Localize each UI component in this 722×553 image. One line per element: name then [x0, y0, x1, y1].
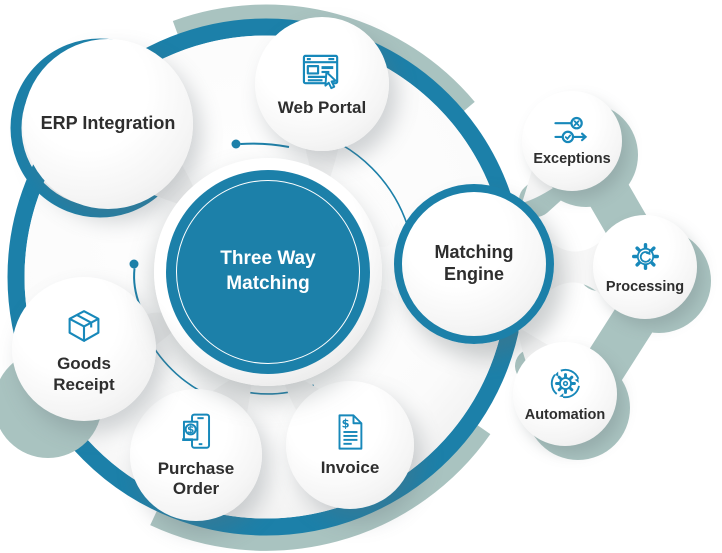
satellite-label: Exceptions — [533, 151, 611, 168]
satellite-processing: Processing — [593, 215, 697, 319]
node-label: Matching Engine — [434, 242, 514, 284]
center-node-disc: Three Way Matching — [166, 170, 370, 374]
node-label: Web Portal — [277, 97, 367, 117]
satellite-exceptions: Exceptions — [522, 91, 622, 191]
node-label: ERP Integration — [40, 113, 176, 134]
svg-text:$: $ — [342, 417, 350, 431]
node-invoice: $ Invoice — [286, 381, 414, 509]
node-erp-integration: ERP Integration — [23, 39, 193, 209]
satellite-automation: Automation — [513, 342, 617, 446]
satellite-label: Processing — [605, 279, 685, 296]
toggle-check-cross-icon — [554, 117, 588, 144]
node-label: Purchase Order — [157, 458, 235, 498]
node-label: Invoice — [320, 458, 380, 478]
package-box-icon — [68, 310, 100, 343]
svg-text:$: $ — [187, 424, 194, 436]
node-matching-engine: Matching Engine — [394, 184, 554, 344]
node-purchase-order: $ Purchase Order — [130, 389, 262, 521]
center-node: Three Way Matching — [154, 158, 382, 386]
phone-receipt-icon: $ — [181, 413, 210, 449]
invoice-document-icon: $ — [338, 414, 363, 450]
gear-sync-icon — [631, 243, 659, 271]
node-goods-receipt: Goods Receipt — [12, 277, 156, 421]
satellite-label: Automation — [524, 407, 606, 424]
node-label: Goods Receipt — [53, 354, 115, 394]
browser-cursor-icon — [302, 54, 338, 89]
node-web-portal: Web Portal — [255, 17, 389, 151]
gear-orbit-arrows-icon — [550, 369, 580, 399]
center-node-label: Three Way Matching — [220, 248, 316, 294]
